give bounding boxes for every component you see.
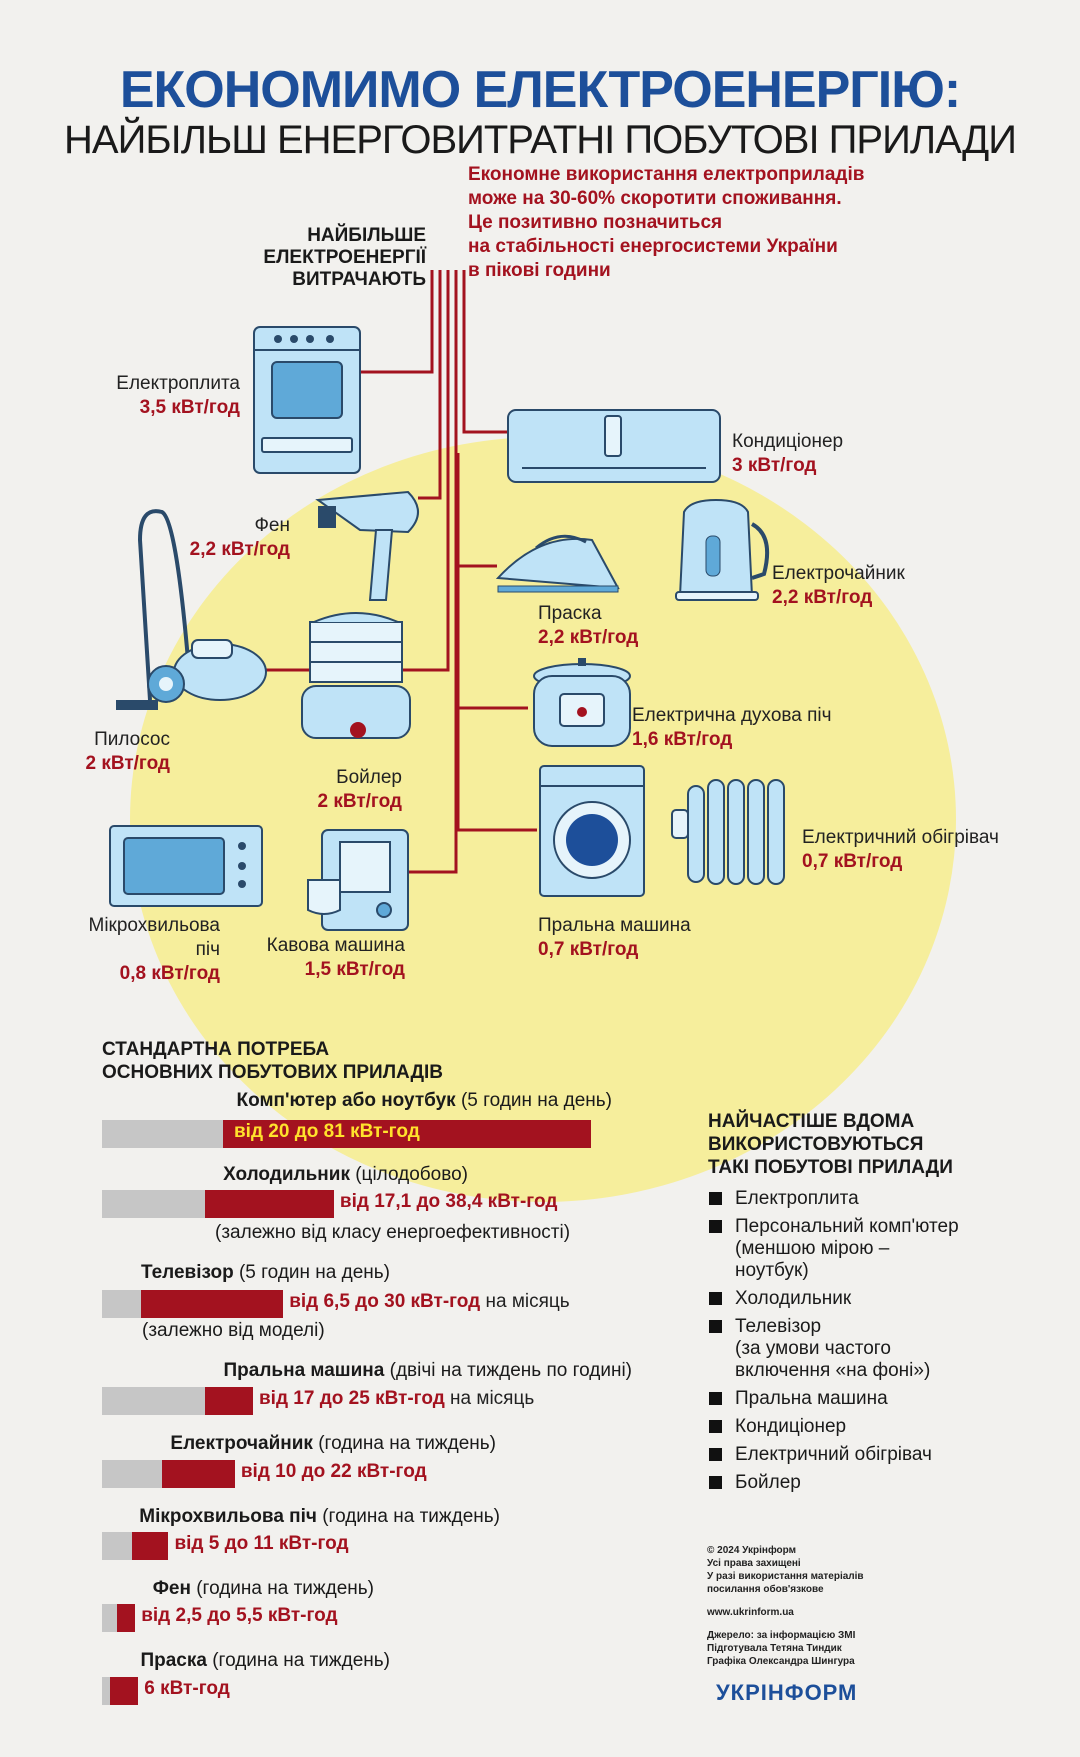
ac-label: Кондиціонер 3 кВт/год: [732, 431, 844, 476]
bar-range: [204, 1387, 253, 1415]
hairdryer-label: Фен 2,2 кВт/год: [189, 515, 290, 560]
page-subtitle: НАЙБІЛЬШ ЕНЕРГОВИТРАТНІ ПОБУТОВІ ПРИЛАДИ: [64, 118, 1017, 162]
bar-row-name: Комп'ютер або ноутбук (5 годин на день): [236, 1090, 613, 1111]
coffee-machine-icon: [307, 829, 409, 931]
electric-stove-icon: [253, 326, 361, 474]
bar-row-name: Фен (година на тиждень): [152, 1578, 374, 1599]
bar-min: [102, 1532, 133, 1560]
bar-range: [132, 1532, 169, 1560]
oil-heater-icon: [671, 779, 785, 885]
coffee-label: Кавова машина 1,5 кВт/год: [266, 935, 405, 980]
bar-row-name: Електрочайник (година на тиждень): [170, 1433, 496, 1454]
square-bullet-icon: [709, 1392, 722, 1405]
bar-range: [117, 1604, 136, 1632]
bar-value: 6 кВт-год: [144, 1678, 230, 1699]
bar-min: [102, 1190, 206, 1218]
bar-value: від 5 до 11 кВт-год: [174, 1533, 349, 1554]
square-bullet-icon: [709, 1192, 722, 1205]
hair-dryer-icon: [315, 490, 419, 601]
list-item: Персональний комп'ютер(меншою мірою –ноу…: [708, 1216, 959, 1282]
bar-min: [102, 1677, 110, 1705]
vacuum-label: Пилосос 2 кВт/год: [85, 729, 171, 774]
bar-row-name: Пральна машина (двічі на тиждень по годи…: [223, 1360, 632, 1381]
bar-min: [102, 1120, 223, 1148]
most-consuming-label: НАЙБІЛЬШЕ ЕЛЕКТРОЕНЕРГІЇ ВИТРАЧАЮТЬ: [263, 225, 426, 290]
list-item: Електричний обігрівач: [708, 1444, 959, 1466]
bar-row-name: Праска (година на тиждень): [140, 1650, 390, 1671]
common-appliances-title: НАЙЧАСТІШЕ ВДОМА ВИКОРИСТОВУЮТЬСЯ ТАКІ П…: [708, 1111, 953, 1178]
air-conditioner-icon: [507, 409, 721, 483]
bar-min: [102, 1604, 118, 1632]
bar-min: [102, 1460, 163, 1488]
square-bullet-icon: [709, 1320, 722, 1333]
microwave-icon: [109, 825, 263, 907]
bar-row-name: Мікрохвильова піч (година на тиждень): [139, 1506, 500, 1527]
bar-range: [141, 1290, 284, 1318]
bar-value: від 17,1 до 38,4 кВт-год: [339, 1191, 558, 1212]
standard-consumption-title: СТАНДАРТНА ПОТРЕБА ОСНОВНИХ ПОБУТОВИХ ПР…: [102, 1039, 444, 1083]
bar-row-note: (залежно від моделі): [142, 1320, 325, 1341]
list-item: Холодильник: [708, 1288, 959, 1310]
bar-value: від 20 до 81 кВт-год: [234, 1121, 420, 1142]
bar-value: від 10 до 22 кВт-год: [240, 1461, 427, 1482]
vacuum-cleaner-icon: [116, 509, 267, 710]
iron-icon: [495, 534, 620, 593]
square-bullet-icon: [709, 1220, 722, 1233]
bar-row-name: Телевізор (5 годин на день): [140, 1262, 390, 1283]
bar-range: [205, 1190, 334, 1218]
square-bullet-icon: [709, 1292, 722, 1305]
square-bullet-icon: [709, 1476, 722, 1489]
boiler-icon: [301, 612, 411, 739]
appliance-illustration: [109, 270, 785, 931]
bar-range: [162, 1460, 235, 1488]
list-item: Бойлер: [708, 1472, 959, 1494]
list-item: Кондиціонер: [708, 1416, 959, 1438]
oven-label: Електрична духова піч 1,6 кВт/год: [632, 705, 832, 750]
wiring-lines: [226, 270, 537, 874]
bar-row-note: (залежно від класу енергоефективності): [215, 1222, 571, 1243]
bar-row-name: Холодильник (цілодобово): [223, 1164, 468, 1185]
bar-value: від 6,5 до 30 кВт-год на місяць: [289, 1291, 570, 1312]
square-bullet-icon: [709, 1420, 722, 1433]
washer-label: Пральна машина 0,7 кВт/год: [538, 915, 691, 960]
square-bullet-icon: [709, 1448, 722, 1461]
bar-min: [102, 1290, 142, 1318]
list-item: Пральна машина: [708, 1388, 959, 1410]
microwave-label: Мікрохвильова піч 0,8 кВт/год: [88, 915, 221, 984]
electric-oven-icon: [533, 658, 631, 747]
list-item: Електроплита: [708, 1188, 959, 1210]
stove-label: Електроплита 3,5 кВт/год: [116, 373, 240, 418]
iron-label: Праска 2,2 кВт/год: [538, 603, 639, 648]
boiler-label: Бойлер 2 кВт/год: [317, 767, 403, 812]
bar-value: від 2,5 до 5,5 кВт-год: [141, 1605, 338, 1626]
kettle-label: Електрочайник 2,2 кВт/год: [772, 563, 905, 608]
bar-range: [222, 1120, 592, 1148]
bar-value: від 17 до 25 кВт-год на місяць: [259, 1388, 535, 1409]
bar-range: [110, 1677, 139, 1705]
ukrinform-logo[interactable]: УКРІНФОРМ: [716, 1680, 858, 1705]
bar-min: [102, 1387, 205, 1415]
intro-text: Економне використання електроприладів мо…: [468, 164, 865, 281]
footer-credits: © 2024 Укрінформ Усі права захищені У ра…: [707, 1545, 864, 1667]
heater-label: Електричний обігрівач 0,7 кВт/год: [802, 827, 999, 872]
kettle-icon: [675, 498, 769, 601]
washing-machine-icon: [539, 765, 645, 897]
page-title: ЕКОНОМИМО ЕЛЕКТРОЕНЕРГІЮ:: [119, 61, 961, 119]
